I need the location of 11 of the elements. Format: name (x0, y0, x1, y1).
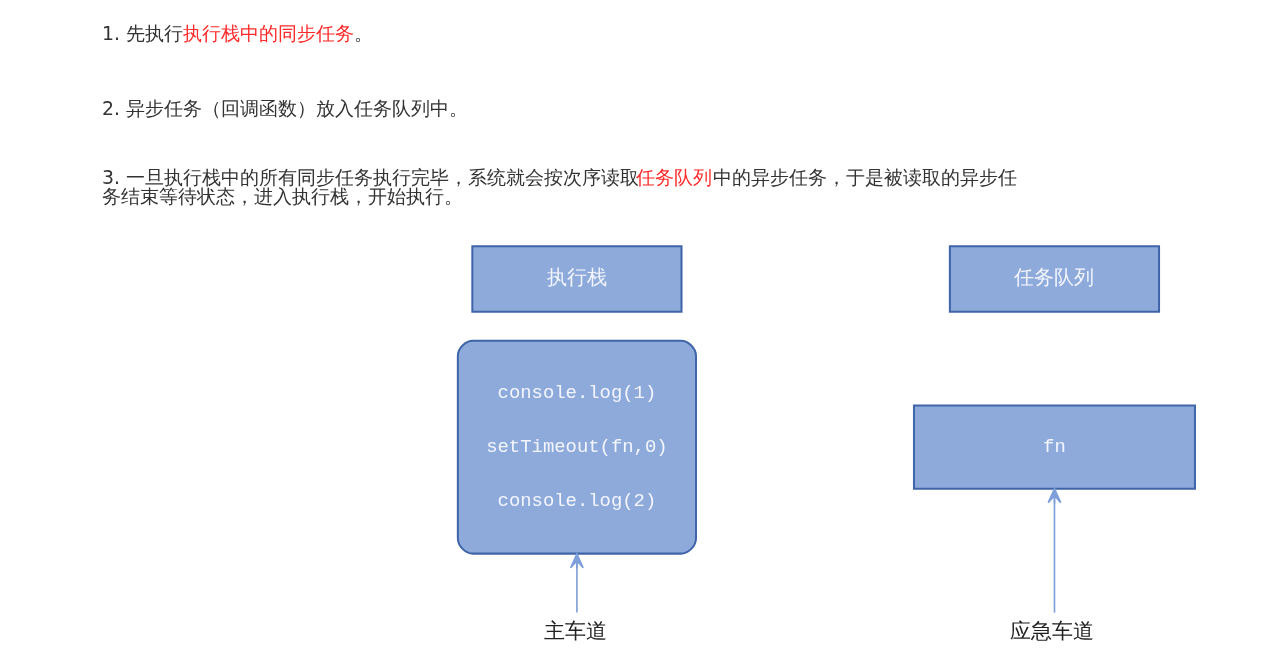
node-box: 任务队列 (948, 245, 1161, 313)
node-box: fn (912, 404, 1196, 490)
node-box: 执行栈 (471, 245, 683, 313)
label: 3. 一旦执行栈中的所有同步任务执行完毕，系统就会按次序读取任务队列中的异步任务，于是被读取的异步任务结束等待状态，进入执行栈，开始执行。 (101, 166, 1018, 208)
node-text: 主车道 (544, 618, 608, 644)
arrow (569, 553, 584, 614)
label: 2. 异步任务（回调函数）放入任务队列中。 (101, 97, 468, 120)
node-text: 应急车道 (1010, 618, 1095, 644)
node-box: console.log(1) setTimeout(fn,0) console.log(2) (456, 339, 697, 555)
arrow (1047, 488, 1062, 614)
label: 1. 先执行执行栈中的同步任务。 (101, 21, 373, 44)
